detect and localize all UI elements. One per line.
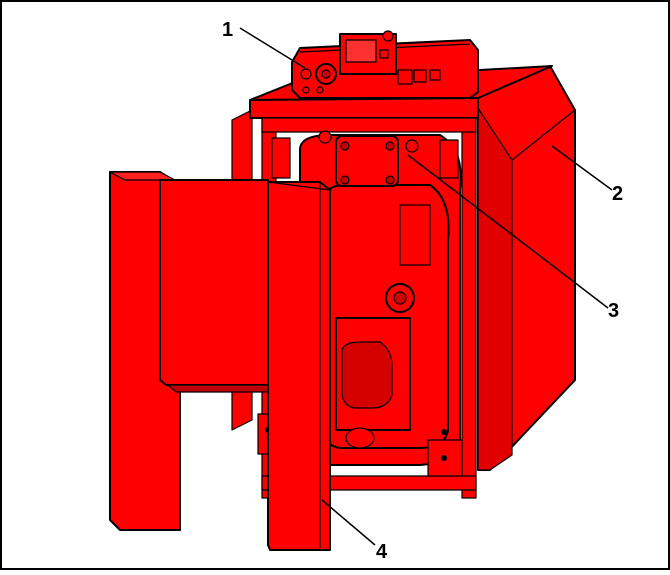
callout-line-4 [321,499,376,546]
control-unit [291,30,479,99]
callout-line-3 [407,154,609,309]
callout-number-4: 4 [376,541,388,563]
callout-number-1: 1 [222,19,233,41]
front-panel-right [167,181,331,551]
callout-number-3: 3 [608,300,619,322]
callout-line-1 [239,27,306,69]
callout-number-2: 2 [612,183,623,205]
callout-lines [239,27,613,546]
callout-line-2 [551,145,613,191]
